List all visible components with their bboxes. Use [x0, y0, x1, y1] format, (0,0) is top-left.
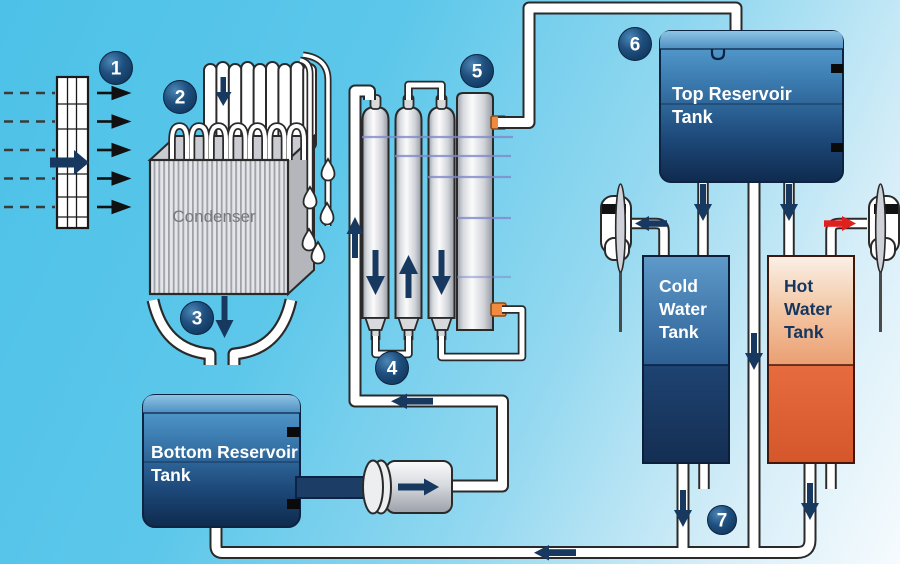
return-line-left-arrow-icon	[391, 393, 433, 409]
top-tank-label-line1: Top Reservoir	[672, 84, 792, 104]
tank-fitting-tab	[287, 499, 300, 509]
pump-flow-arrow-icon	[398, 478, 439, 496]
air-filter-assembly	[4, 75, 132, 230]
top-tank-label-line2: Tank	[672, 107, 714, 127]
hot-tank-label-line2: Water	[784, 299, 832, 319]
column3-down-arrow-icon	[432, 250, 451, 295]
condenser-tube-loops	[168, 122, 308, 160]
badge-3: 3	[180, 301, 214, 335]
badge-6: 6	[618, 27, 652, 61]
step-badges: 1 2 3 4 5 6 7	[99, 27, 737, 535]
condenser-front-face	[148, 158, 290, 296]
badge-4: 4	[375, 351, 409, 385]
tap-handle-blade	[874, 183, 887, 273]
tank-fitting-tab	[831, 143, 843, 152]
svg-text:1: 1	[111, 59, 122, 80]
tank-fitting-tab	[287, 427, 300, 437]
circulation-pump	[362, 459, 453, 515]
middle-pipe-down-arrow-icon	[745, 333, 763, 370]
bottom-tank-label-line1: Bottom Reservoir	[151, 442, 298, 462]
flow-arrows	[215, 77, 856, 561]
bottom-line-left-arrow-icon	[534, 545, 576, 561]
hot-tank-label-line3: Tank	[784, 322, 824, 342]
top-reservoir-tank: Top Reservoir Tank	[659, 30, 844, 183]
air-inflow-dashed-lines	[4, 91, 55, 209]
bottom-reservoir-tank: Bottom Reservoir Tank	[142, 394, 301, 528]
svg-text:4: 4	[387, 359, 398, 380]
supply-hot-down-arrow-icon	[780, 184, 798, 221]
condensate-drip-tray	[146, 298, 298, 365]
column2-up-arrow-icon	[399, 255, 418, 298]
column-2	[394, 94, 423, 340]
liquid-level-lines	[362, 135, 513, 279]
airflow-out-arrow-icons	[97, 85, 132, 215]
condensate-drip-pipes	[299, 51, 332, 246]
svg-text:6: 6	[630, 35, 641, 56]
tank-vent-notch	[710, 49, 726, 61]
condenser-assembly: Condenser	[146, 51, 336, 365]
badge-7: 7	[707, 505, 737, 535]
svg-text:7: 7	[717, 511, 728, 532]
badge-5: 5	[460, 54, 494, 88]
column-3	[427, 94, 456, 340]
condenser-label: Condenser	[172, 207, 256, 226]
column-1	[361, 94, 390, 340]
cold-tank-label-line2: Water	[659, 299, 707, 319]
air-through-filter-arrow-icon	[50, 150, 89, 175]
hot-water-tap	[868, 183, 900, 332]
column1-down-arrow-icon	[366, 250, 385, 295]
coil-down-arrow-icon	[215, 77, 232, 106]
cold-tank-label-line3: Tank	[659, 322, 699, 342]
svg-text:2: 2	[175, 88, 186, 109]
heat-exchanger-columns	[361, 92, 507, 340]
tap-handle-blade	[614, 183, 627, 273]
riser-up-arrow-icon	[346, 217, 364, 258]
filter-grille	[55, 75, 90, 230]
tank-fitting-tab	[831, 64, 843, 73]
badge-1: 1	[99, 51, 133, 85]
cold-tank-label-line1: Cold	[659, 276, 698, 296]
svg-text:5: 5	[472, 62, 483, 83]
condensate-droplet-icons	[301, 157, 336, 265]
cold-drain-down-arrow-icon	[674, 490, 692, 527]
hot-water-tank: Hot Water Tank	[767, 255, 855, 464]
svg-text:3: 3	[192, 309, 203, 330]
cold-water-tank: Cold Water Tank	[642, 255, 730, 464]
hot-tank-label-line1: Hot	[784, 276, 813, 296]
bottom-tank-label-line2: Tank	[151, 465, 191, 485]
badge-2: 2	[163, 80, 197, 114]
tray-drip-down-arrow-icon	[215, 296, 234, 338]
hot-drain-down-arrow-icon	[801, 483, 819, 520]
hot-tap-out-arrow-icon	[824, 216, 856, 231]
supply-cold-down-arrow-icon	[694, 184, 712, 221]
cold-tap-out-arrow-icon	[635, 216, 667, 231]
cold-water-tap	[600, 183, 632, 332]
